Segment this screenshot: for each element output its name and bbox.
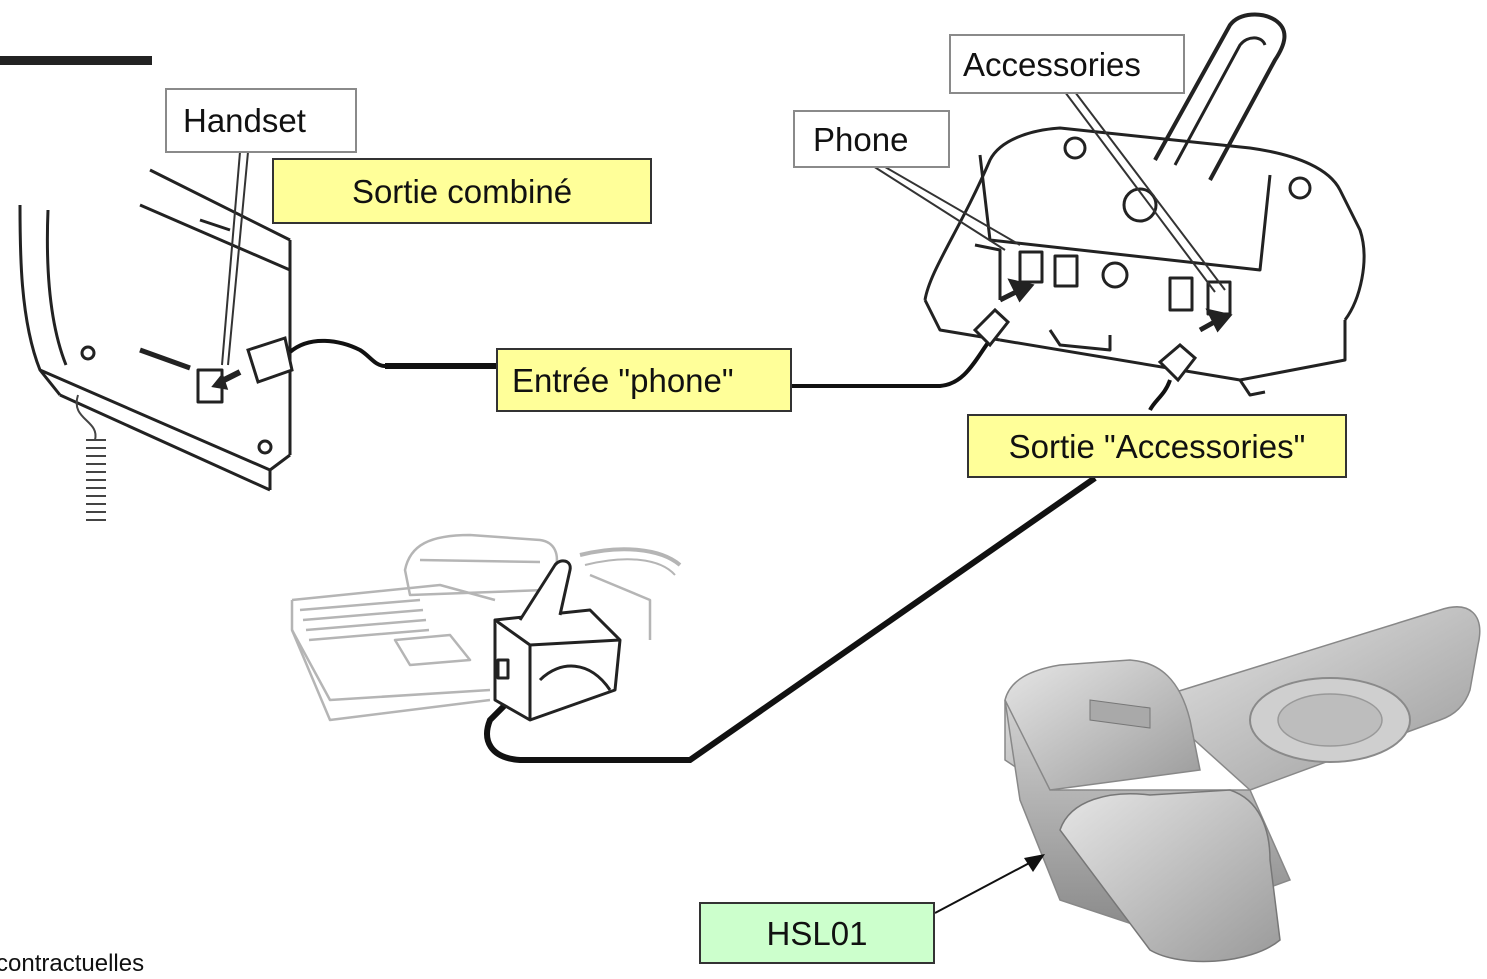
lifter-device [493, 559, 622, 722]
deskphone-with-lifter [290, 533, 682, 722]
sortie-accessories-callout: Sortie "Accessories" [967, 414, 1347, 478]
cable-long-diagonal [484, 475, 1097, 763]
amplifier-illustration [923, 12, 1366, 397]
hsl01-part-render [1004, 606, 1481, 963]
phone-label: Phone [793, 110, 950, 168]
port-arrows [998, 278, 1233, 333]
footer-text-fragment: contractuelles [0, 950, 145, 977]
entree-phone-callout: Entrée "phone" [496, 348, 792, 412]
cable-handset-to-amplifier [288, 338, 498, 368]
amplifier-plugs [972, 307, 1198, 383]
header-rule [0, 56, 152, 65]
hsl01-callout: HSL01 [699, 902, 935, 964]
hsl01-pointer-arrow [934, 854, 1045, 914]
handset-label: Handset [165, 88, 357, 153]
handset-plug [211, 336, 294, 390]
sortie-combine-callout: Sortie combiné [272, 158, 652, 224]
cable-to-phone-port [792, 338, 992, 388]
cable-accessories-to-lifter [1148, 379, 1172, 411]
leader-lines [221, 91, 1226, 366]
accessories-label: Accessories [949, 34, 1185, 94]
coiled-cord [75, 394, 106, 521]
phone-base-illustration [18, 168, 292, 492]
